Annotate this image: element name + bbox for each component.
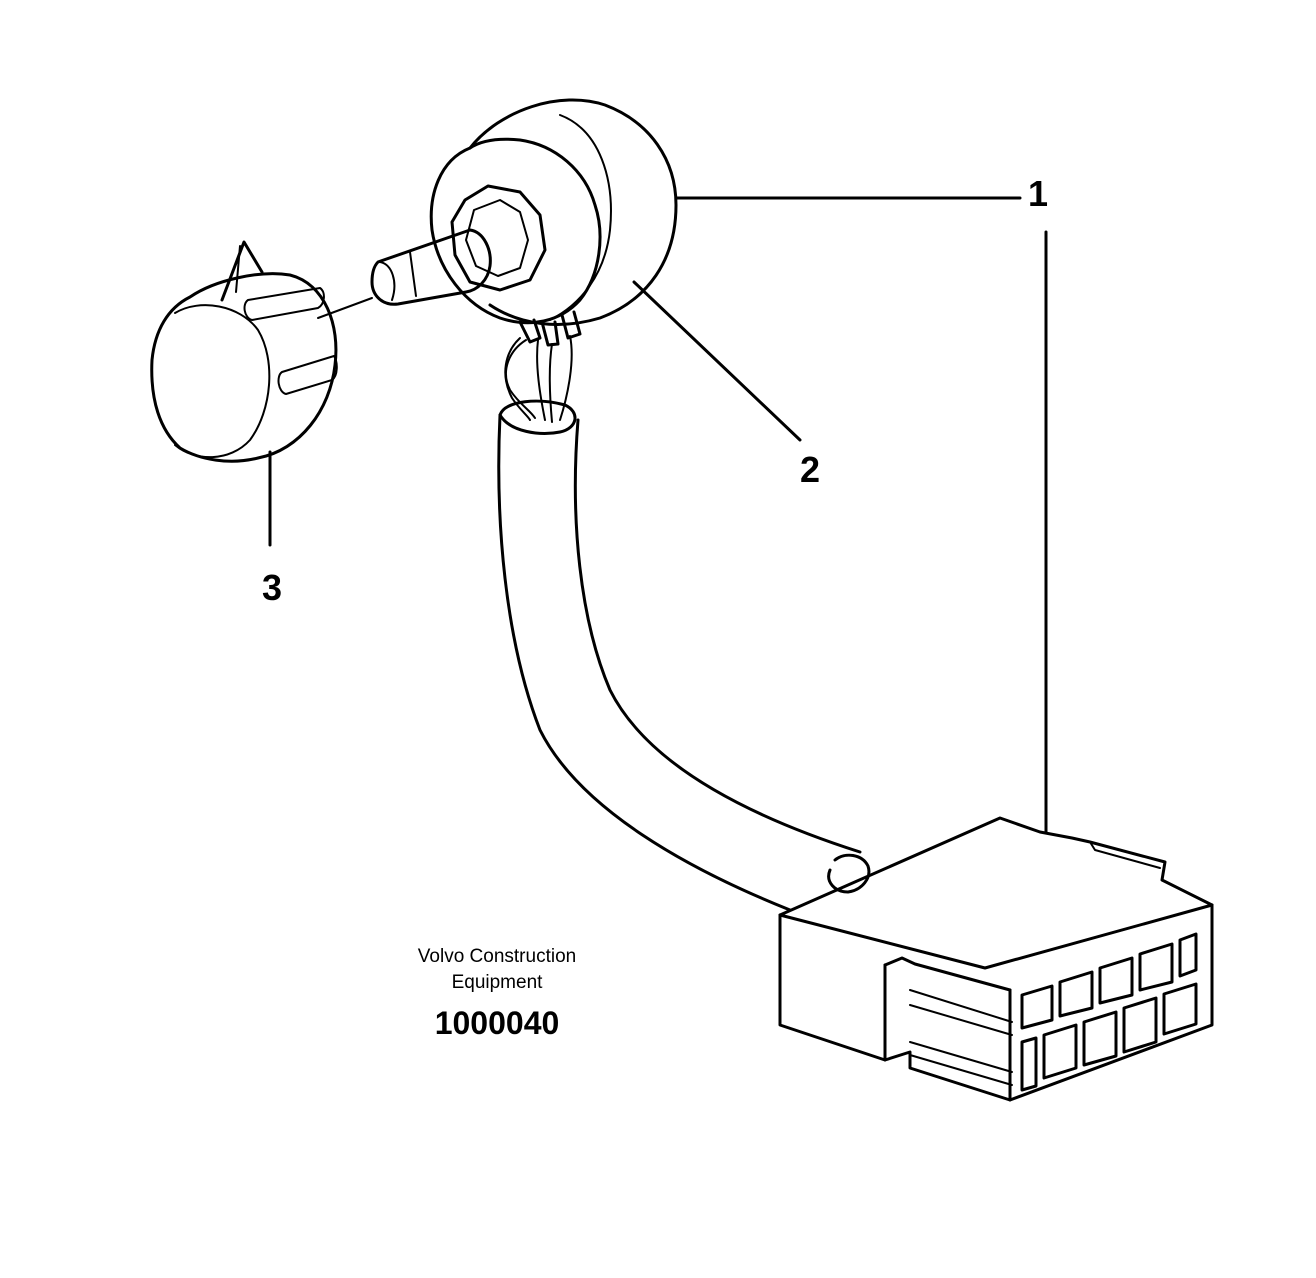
drawing-number: 1000040 [435, 1005, 560, 1041]
wire-harness [497, 335, 871, 912]
callout-leaders [268, 196, 1048, 834]
manufacturer-line-2: Equipment [452, 972, 544, 993]
leader-line-2 [632, 280, 802, 442]
callout-number-1: 1 [1028, 173, 1048, 214]
potentiometer-part [370, 98, 678, 347]
knob-part [150, 240, 373, 463]
callout-number-2: 2 [800, 449, 820, 490]
callout-number-3: 3 [262, 567, 282, 608]
connector-plug [778, 816, 1214, 1102]
manufacturer-line-1: Volvo Construction [418, 946, 576, 967]
